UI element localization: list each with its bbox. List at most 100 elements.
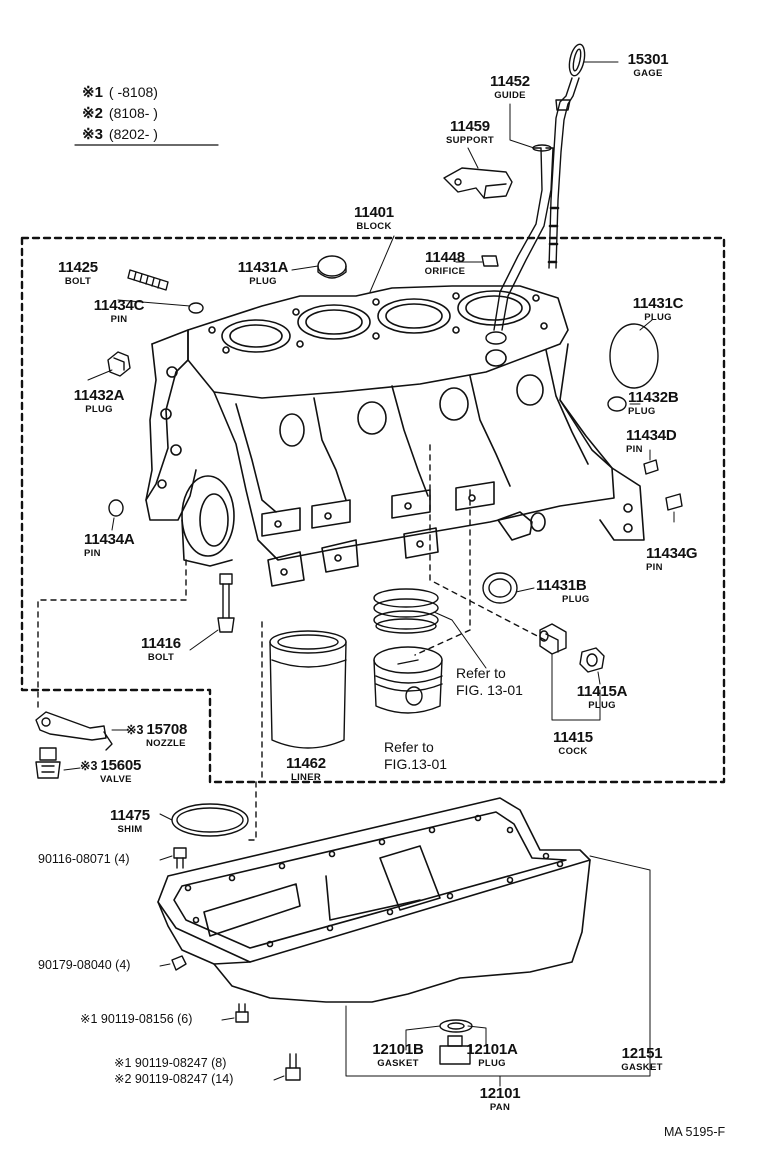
- shim-ring: [171, 803, 249, 837]
- piston-rings: [373, 588, 439, 634]
- part-name: PLUG: [644, 312, 672, 323]
- pin-11434a-shape: [108, 499, 124, 517]
- ref-line1: Refer to: [384, 739, 434, 755]
- part-number: 12101: [479, 1085, 521, 1102]
- part-number: 11416: [141, 635, 181, 652]
- cylinder-liner: [269, 630, 347, 749]
- part-name: PIN: [84, 548, 101, 559]
- plug-11432a-shape: [107, 351, 131, 377]
- note-mark: ※3: [126, 723, 144, 737]
- part-name: PLUG: [249, 276, 277, 287]
- part-name: PIN: [626, 444, 643, 455]
- stud-bolt-11425: [127, 269, 169, 291]
- nozzle-leader-dashed: [37, 559, 187, 713]
- part-name: PLUG: [478, 1058, 506, 1069]
- bolt-code-90119-08247-8[interactable]: ※1 90119-08247 (8): [114, 1056, 227, 1070]
- part-number: 11434A: [84, 531, 135, 548]
- part-number: 11475: [110, 807, 150, 824]
- note-mark: ※3: [82, 126, 103, 143]
- part-name: PIN: [110, 314, 128, 325]
- part-number: 15708: [146, 721, 188, 738]
- note-row-2: ※2(8108- ): [82, 106, 158, 121]
- part-number: 11415: [553, 729, 593, 746]
- note-range: ( -8108): [108, 84, 158, 100]
- block-boundary-dashed: [20, 236, 726, 784]
- note-range: (8108- ): [108, 105, 158, 121]
- bolt-code-90119-08156[interactable]: ※1 90119-08156 (6): [80, 1012, 193, 1026]
- part-name: PLUG: [85, 404, 113, 415]
- part-number: 11401: [354, 204, 394, 221]
- part-name: SUPPORT: [445, 135, 495, 146]
- part-name: NOZZLE: [146, 738, 186, 749]
- part-name: ORIFICE: [424, 266, 466, 277]
- gage-dipstick: [547, 43, 586, 269]
- part-number: 11431C: [632, 295, 684, 312]
- part-number: 11434D: [626, 427, 677, 444]
- part-number: 11415A: [576, 683, 628, 700]
- oil-pan: [157, 797, 591, 1003]
- bolt-code-90119-08247-14[interactable]: ※2 90119-08247 (14): [114, 1072, 234, 1086]
- plug-11431a-shape: [317, 255, 347, 277]
- part-name: PLUG: [588, 700, 616, 711]
- pan-bolt-90119-08156: [235, 1003, 249, 1023]
- part-name: PLUG: [628, 406, 656, 417]
- part-name: LINER: [291, 772, 321, 783]
- bolt-code-90179[interactable]: 90179-08040 (4): [38, 958, 131, 972]
- part-number: 12101B: [372, 1041, 424, 1058]
- part-number: 11425: [58, 259, 98, 276]
- part-name: PIN: [646, 562, 663, 573]
- part-number: 12101A: [466, 1041, 518, 1058]
- part-number: 11434G: [646, 545, 698, 562]
- part-name: GASKET: [377, 1058, 419, 1069]
- guide-tube: [485, 144, 554, 345]
- drain-gasket-shape: [439, 1019, 473, 1033]
- pin-11434c-shape: [188, 302, 204, 314]
- part-name: COCK: [558, 746, 588, 757]
- note-range: (8202- ): [108, 126, 158, 142]
- pan-bolt-90116: [173, 847, 187, 869]
- ref-line2: FIG. 13-01: [456, 682, 523, 698]
- bolt-code-90116[interactable]: 90116-08071 (4): [38, 852, 130, 866]
- part-number: 11459: [450, 118, 490, 135]
- leader-lines: [63, 61, 675, 1087]
- cock-leader-dashed: [429, 444, 546, 641]
- part-name: SHIM: [117, 824, 143, 835]
- plug-11431c-shape: [609, 323, 659, 389]
- part-name: GASKET: [621, 1062, 663, 1073]
- cylinder-block: [145, 285, 645, 587]
- part-number: 11432A: [73, 387, 125, 404]
- bolt-11416-shape: [217, 573, 235, 633]
- part-number: 11462: [286, 755, 326, 772]
- part-name: VALVE: [100, 774, 132, 785]
- support-bracket: [443, 167, 513, 199]
